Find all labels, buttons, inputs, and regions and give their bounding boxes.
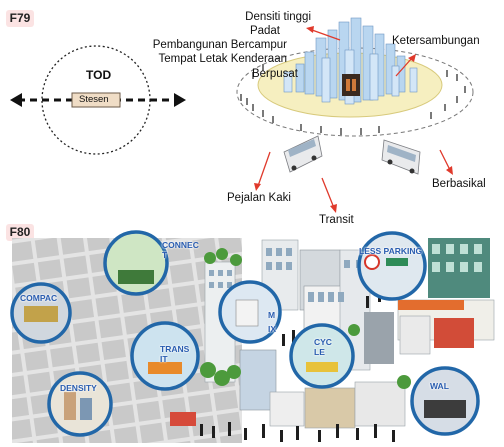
street-trees <box>200 248 411 389</box>
label-cycle: CYC LE <box>314 337 332 357</box>
city-bus-icon <box>398 300 464 310</box>
feature-mixed-development: Pembangunan Bercampur <box>152 39 287 51</box>
label-walk: WAL <box>430 381 449 391</box>
walking-label: Pejalan Kaki <box>227 192 291 204</box>
station-box <box>71 92 121 108</box>
circle-connect <box>103 230 169 296</box>
crowd-silhouettes <box>200 290 395 442</box>
rail-arrow-right-icon <box>174 93 186 107</box>
label-density: DENSITY <box>60 383 97 393</box>
circle-contents <box>24 254 466 420</box>
bus-icon <box>283 135 323 173</box>
transit-label: Transit <box>319 214 354 226</box>
label-transit: TRANS IT <box>160 344 190 364</box>
feature-parking: Tempat Letak Kenderaan <box>158 53 287 65</box>
tod-illustration <box>236 17 474 175</box>
label-compact: COMPAC <box>20 293 58 303</box>
cycling-label: Berbasikal <box>432 178 486 190</box>
label-mix: M IX <box>268 310 277 334</box>
connectivity-label: Ketersambungan <box>392 35 480 47</box>
feature-centralized: Berpusat <box>251 68 298 80</box>
figure-tag-f80: F80 <box>6 224 34 241</box>
tod-label: TOD <box>86 68 112 82</box>
arrowheads <box>254 26 453 213</box>
pedestrian-figures <box>240 64 466 135</box>
feature-arrows <box>257 29 451 209</box>
feature-high-density: Densiti tinggi <box>245 11 311 23</box>
rail-arrow-left-icon <box>10 93 22 107</box>
station-label: Stesen <box>79 94 109 105</box>
label-parking: LESS PARKING <box>359 246 423 256</box>
figure-tag-f79: F79 <box>6 10 34 27</box>
feature-compact: Padat <box>249 25 280 37</box>
label-connect: CONNEC T <box>162 240 199 260</box>
bus-icon <box>381 139 421 175</box>
